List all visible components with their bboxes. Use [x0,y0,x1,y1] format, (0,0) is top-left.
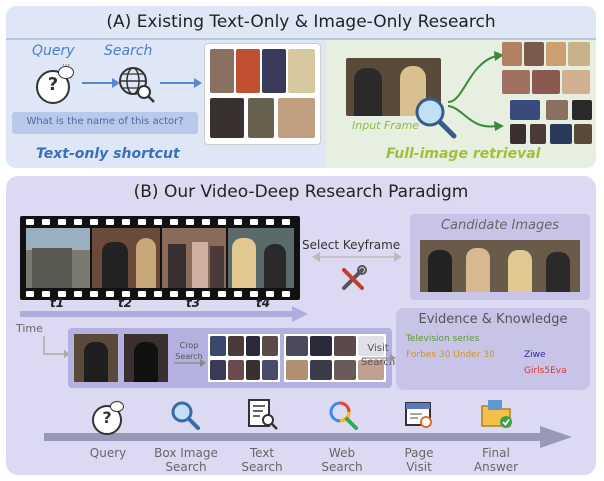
search-to-results-arrow [160,78,202,88]
crop-search-arrow [174,359,206,367]
panel-a: (A) Existing Text-Only & Image-Only Rese… [6,6,596,168]
text-only-caption: Text-only shortcut [36,146,180,162]
video-frame [26,228,90,288]
image-results-top [502,42,592,98]
tool-pipeline-arrow [44,426,572,448]
text-search-results [204,43,321,145]
result-thumbnail [288,49,315,93]
candidate-images-box: Candidate Images [410,214,590,300]
magnifier-icon [415,97,457,139]
video-frame [162,228,226,288]
tool-label-final-answer: Final Answer [473,446,519,474]
retrieval-branch-arrows [447,51,504,131]
tool-label-box-image-search: Box Image Search [154,446,218,474]
candidate-frame [420,240,580,292]
timestamp-t3: t3 [186,296,201,310]
magnifier-icon [171,401,200,430]
result-thumbnail [262,49,286,93]
result-thumbnail [248,98,274,138]
visit-search-arrow [362,354,396,362]
select-keyframe-label: Select Keyframe [302,238,401,252]
result-thumbnail [210,98,244,138]
keyframe-double-arrow [312,252,402,262]
dots-bubble-icon: ··· [58,61,74,79]
crop-results-grid [208,334,280,382]
evidence-item: Ziwe [524,350,546,360]
tool-label-query: Query [89,446,127,460]
query-to-search-arrow [82,78,120,88]
result-thumbnail [236,49,260,93]
time-label: Time [16,322,43,335]
video-frame [228,228,294,288]
tool-label-text-search: Text Search [241,446,283,474]
result-thumbnail [210,49,234,93]
panel-b: (B) Our Video-Deep Research Paradigm t1 [6,176,596,475]
speech-bubble-question-icon: ? [92,405,122,435]
candidate-images-label: Candidate Images [440,218,560,233]
panel-a-divider [6,38,596,40]
panel-a-title: (A) Existing Text-Only & Image-Only Rese… [106,12,496,32]
panel-b-title: (B) Our Video-Deep Research Paradigm [133,182,469,202]
image-results-bottom [510,100,594,146]
question-box: What is the name of this actor? [12,112,198,134]
time-connector [43,336,70,358]
evidence-title: Evidence & Knowledge [418,312,568,327]
visit-search-label: Visit Search [360,343,396,368]
result-thumbnail [278,98,315,138]
timestamp-t1: t1 [50,296,65,310]
timeline-arrow [20,306,308,322]
input-frame-image [346,58,441,116]
crop-search-box: Crop Search [68,328,392,388]
evidence-item: Television series [406,334,480,344]
full-image-caption: Full-image retrieval [386,146,541,162]
document-search-icon [248,399,278,430]
timestamp-t2: t2 [118,296,133,310]
folder-check-icon [481,400,512,428]
dots-bubble-icon [110,401,124,412]
globe-search-icon [119,67,155,103]
question-text: What is the name of this actor? [26,116,184,127]
input-frame-label: Input Frame [352,119,420,132]
tool-label-web-search: Web Search [321,446,363,474]
query-label: Query [32,43,75,59]
evidence-knowledge-box: Evidence & Knowledge Television series F… [396,308,590,390]
film-perforations [26,219,290,297]
evidence-item: Forbes 30 Under 30 [406,350,495,360]
cropped-face [74,334,118,382]
web-search-icon [329,401,358,430]
tool-label-page-visit: Page Visit [404,446,434,474]
search-label: Search [104,43,153,59]
crop-search-label: Crop Search [175,341,203,361]
evidence-item: Girls5Eva [524,366,567,376]
video-frame [92,228,160,288]
browser-page-icon [405,402,432,428]
timestamp-t4: t4 [256,296,271,310]
cropped-face [124,334,168,382]
video-film-strip [20,216,300,300]
tools-wrench-icon [342,265,367,290]
